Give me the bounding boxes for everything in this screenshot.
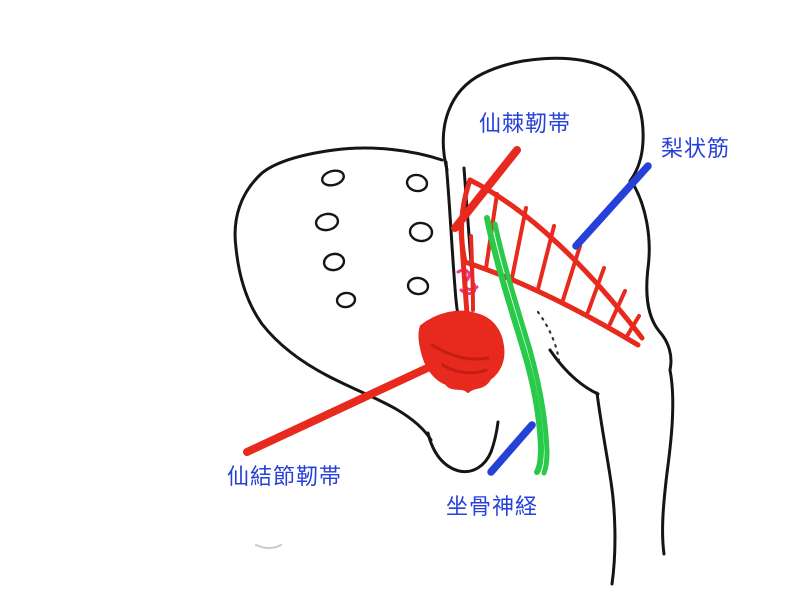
label-sacrospinous-ligament: 仙棘靭帯 [479, 111, 572, 136]
dotted-arc [536, 310, 561, 362]
label-sciatic-nerve: 坐骨神経 [446, 494, 539, 519]
label-sacrotuberous-ligament: 仙結節靭帯 [227, 464, 343, 489]
pointer-sacrospinous-ligament [451, 146, 521, 232]
sacral-foramina [314, 169, 434, 309]
sciatic-nerve-line [484, 215, 550, 476]
sacrotuberous-ligament-blob [418, 310, 505, 393]
pointer-sciatic-nerve [487, 421, 536, 476]
pointer-sacrotuberous-ligament [243, 359, 442, 456]
pointer-piriformis [572, 162, 652, 250]
pelvis-outline [233, 56, 675, 586]
label-piriformis: 梨状筋 [661, 136, 731, 161]
smudge-mark [255, 544, 282, 549]
